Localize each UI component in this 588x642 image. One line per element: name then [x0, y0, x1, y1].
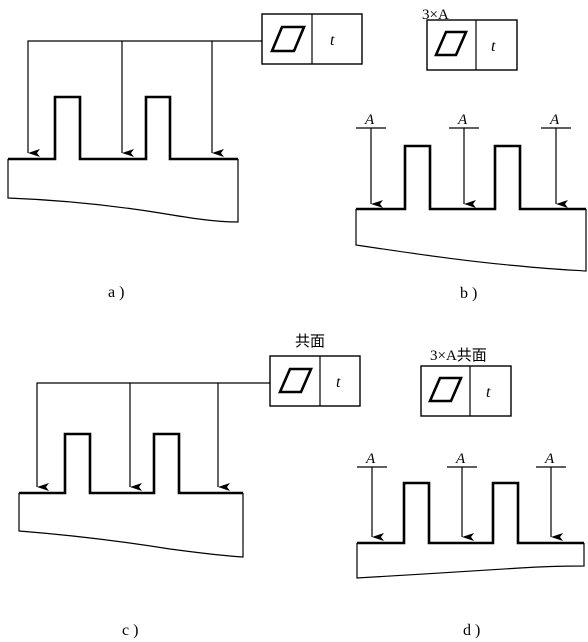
figure-c: 共面 t c ) [18, 333, 361, 639]
part-body-b [355, 209, 587, 272]
part-top-surface-a [8, 95, 238, 161]
datum-target-d-3: A [536, 451, 566, 541]
datum-target-b-1: A [356, 112, 386, 208]
datum-label: A [364, 112, 375, 128]
flatness-icon [428, 376, 463, 403]
header-note-d: 3×A共面 [430, 347, 487, 364]
datum-label: A [549, 112, 560, 128]
part-body-d [356, 543, 585, 579]
caption-d: d ) [463, 622, 480, 639]
datum-target-d-1: A [357, 451, 387, 541]
part-top-surface-c [19, 432, 243, 495]
tolerance-frame-b: t [426, 19, 518, 71]
header-note-c: 共面 [295, 333, 325, 350]
part-top-surface-d [357, 481, 584, 545]
header-note-b: 3×A [422, 7, 449, 23]
flatness-icon [270, 25, 306, 53]
tolerance-frame-c: t [269, 355, 361, 407]
leader-line-a-left [27, 40, 262, 157]
tolerance-frame-a: t [261, 13, 363, 65]
tolerance-value-d: t [486, 384, 491, 401]
figure-a: t a ) [7, 13, 363, 301]
datum-label: A [544, 451, 555, 467]
datum-target-d-2: A [447, 451, 477, 541]
part-body-c [18, 493, 244, 558]
flatness-icon [434, 30, 468, 57]
part-body-a [7, 159, 239, 223]
tolerance-value-c: t [336, 374, 341, 391]
flatness-icon [278, 367, 313, 394]
leader-line-c-left [36, 382, 270, 491]
tolerance-value-b: t [491, 38, 496, 55]
datum-label: A [455, 451, 466, 467]
caption-b: b ) [460, 285, 477, 302]
tolerance-value-a: t [330, 32, 335, 49]
caption-c: c ) [122, 622, 138, 639]
figure-b: 3×A t A A A b ) [355, 7, 587, 302]
figure-d: 3×A共面 t A A A d ) [356, 347, 585, 639]
tolerance-frame-d: t [420, 365, 512, 417]
part-top-surface-b [356, 144, 586, 211]
caption-a: a ) [108, 284, 124, 301]
datum-target-b-2: A [449, 112, 479, 208]
datum-target-b-3: A [541, 112, 571, 208]
datum-label: A [365, 451, 376, 467]
datum-label: A [457, 112, 468, 128]
